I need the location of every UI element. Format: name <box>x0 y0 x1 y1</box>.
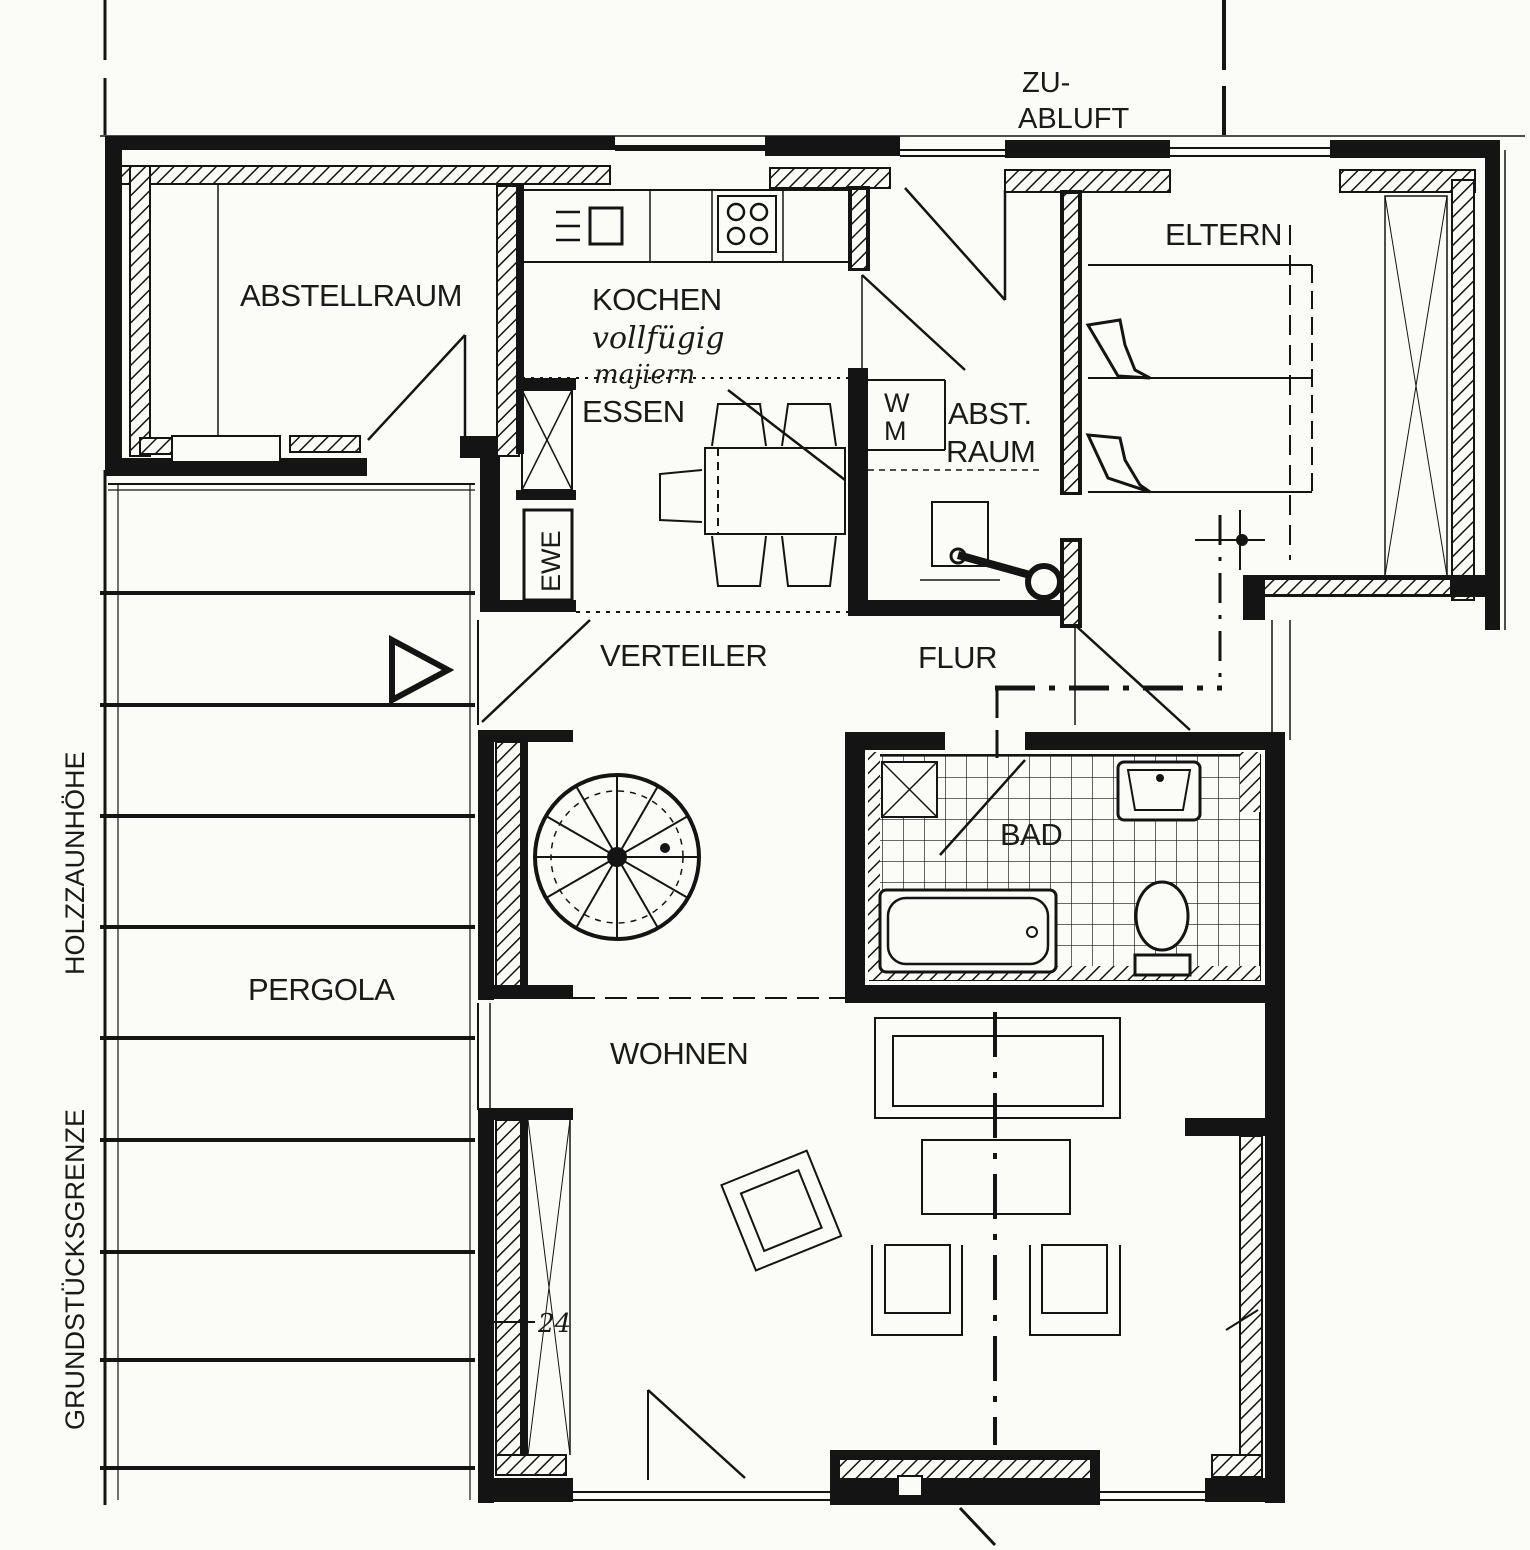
room-kochen-essen: EWE KOCHEN vollfügig majiern ESSEN <box>480 136 900 613</box>
wm-label-m-glyph: M <box>884 416 907 446</box>
room-label-wohnen: WOHNEN <box>610 1036 748 1071</box>
wm-label-w: W <box>884 388 910 418</box>
room-abst-raum: W WM M ABST. RAUM <box>848 149 1070 616</box>
kitchen-note-line1: vollfügig <box>592 321 725 356</box>
room-label-kochen: KOCHEN <box>592 282 722 317</box>
room-eltern: ZU- ABLUFT ELTERN <box>1004 67 1500 688</box>
room-bad: BAD <box>845 732 1285 1003</box>
sofa-icon <box>874 1017 1121 1119</box>
sink-icon <box>556 206 624 246</box>
holzzaunhoehe-label: HOLZZAUNHÖHE <box>60 751 90 975</box>
room-label-flur: FLUR <box>918 640 997 675</box>
entrance-arrow-icon <box>389 634 455 706</box>
room-label-essen: ESSEN <box>582 394 685 429</box>
washbasin-icon <box>1116 760 1202 822</box>
ewe-label: EWE <box>536 530 566 592</box>
stove-icon <box>717 195 777 253</box>
room-label-eltern: ELTERN <box>1165 217 1282 252</box>
grundstuecksgrenze-label: GRUNDSTÜCKSGRENZE <box>60 1109 90 1430</box>
room-label-abst-raum-2: RAUM <box>946 434 1035 469</box>
room-wohnen: 24 WOHNEN <box>477 1003 1285 1547</box>
armchair-icon <box>871 1244 1121 1336</box>
room-label-abstellraum: ABSTELLRAUM <box>240 278 462 313</box>
room-verteiler-flur: VERTEILER FLUR <box>477 619 1291 770</box>
zu-abluft-label-2: ABLUFT <box>1018 103 1129 135</box>
room-abstellraum: ABSTELLRAUM <box>105 136 615 610</box>
room-label-verteiler: VERTEILER <box>600 638 767 673</box>
kitchen-note-line2: majiern <box>594 360 695 390</box>
toilet-icon <box>1133 880 1192 977</box>
spiral-staircase <box>478 730 845 1000</box>
boundary-lines <box>100 0 1525 1505</box>
rotated-chair-icon <box>720 1149 843 1272</box>
zu-abluft-label-1: ZU- <box>1022 67 1070 99</box>
bathtub-icon <box>878 888 1058 974</box>
pergola: PERGOLA <box>100 483 475 1500</box>
room-label-pergola: PERGOLA <box>248 972 395 1007</box>
room-label-bad: BAD <box>1000 817 1062 852</box>
dimension-label: 24 <box>537 1309 571 1339</box>
room-label-abst-raum-1: ABST. <box>948 396 1032 431</box>
